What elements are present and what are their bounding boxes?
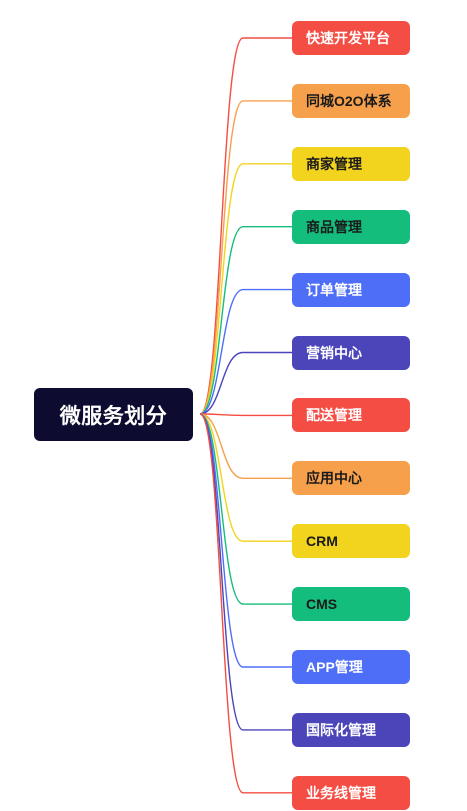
child-node-label: 营销中心	[306, 344, 362, 361]
child-node-label: 商品管理	[306, 218, 362, 235]
child-node-10[interactable]: APP管理	[292, 650, 410, 684]
child-node-12[interactable]: 业务线管理	[292, 775, 410, 810]
connector-line-2	[199, 163, 292, 415]
connector-line-9	[199, 413, 292, 605]
child-node-label: 业务线管理	[306, 784, 376, 801]
root-node[interactable]: 微服务划分	[34, 388, 193, 441]
child-node-label: 配送管理	[306, 407, 362, 424]
child-node-3[interactable]: 商品管理	[292, 209, 410, 244]
connector-line-8	[199, 413, 292, 542]
child-node-5[interactable]: 营销中心	[292, 335, 410, 370]
child-node-2[interactable]: 商家管理	[292, 146, 410, 181]
connector-line-0	[199, 37, 292, 415]
connector-line-12	[199, 413, 292, 794]
child-node-label: 快速开发平台	[306, 30, 390, 46]
child-node-label: 商家管理	[306, 155, 362, 172]
child-node-label: APP管理	[306, 659, 363, 675]
child-node-4[interactable]: 订单管理	[292, 272, 410, 307]
child-node-7[interactable]: 应用中心	[292, 461, 410, 496]
child-node-1[interactable]: 同城O2O体系	[292, 83, 410, 118]
child-node-label: CMS	[306, 596, 338, 613]
connector-line-1	[199, 100, 292, 415]
child-node-label: 国际化管理	[306, 721, 376, 738]
connector-line-5	[199, 351, 292, 415]
child-node-8[interactable]: CRM	[292, 524, 410, 559]
child-node-label: CRM	[306, 533, 338, 550]
connector-line-4	[199, 288, 292, 415]
connector-line-10	[199, 413, 292, 668]
child-node-label: 订单管理	[306, 281, 362, 298]
connector-line-6	[199, 413, 292, 417]
child-node-0[interactable]: 快速开发平台	[292, 21, 410, 55]
connector-line-7	[199, 413, 292, 479]
child-node-9[interactable]: CMS	[292, 587, 410, 622]
child-node-6[interactable]: 配送管理	[292, 398, 410, 433]
child-node-label: 应用中心	[306, 470, 362, 487]
child-node-label: 同城O2O体系	[306, 92, 392, 109]
child-node-11[interactable]: 国际化管理	[292, 712, 410, 747]
connector-line-3	[199, 226, 292, 415]
root-node-label: 微服务划分	[59, 404, 168, 428]
